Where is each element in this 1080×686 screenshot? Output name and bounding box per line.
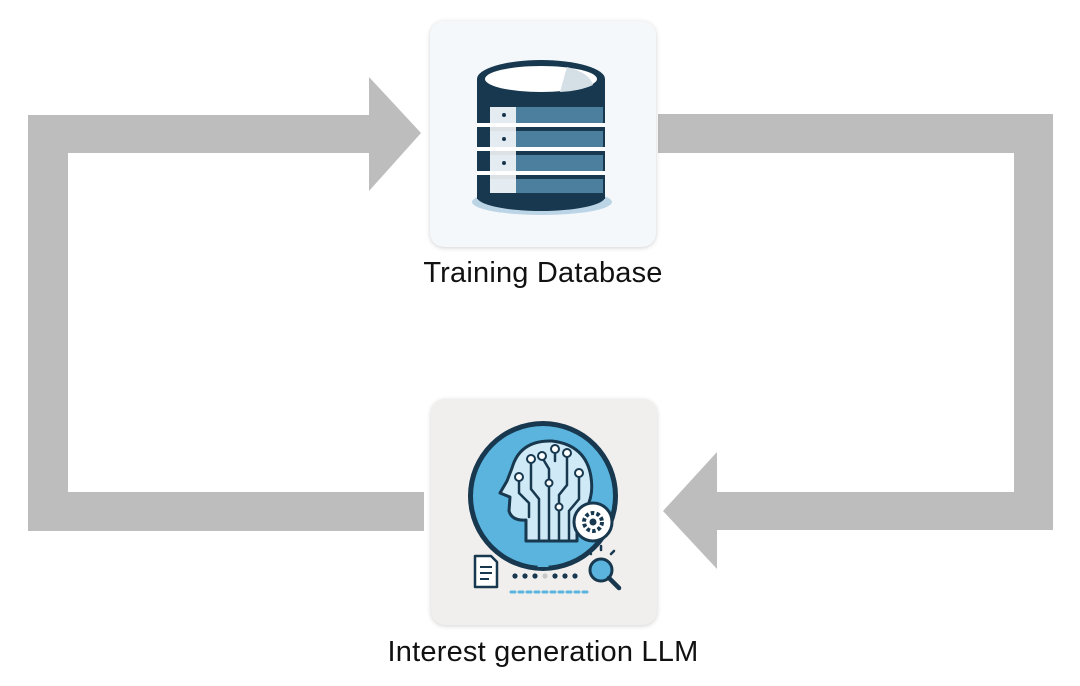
ai-head-icon: [468, 421, 622, 594]
interest-llm-node: [431, 399, 657, 625]
arrow-database-to-llm: [658, 114, 1053, 569]
training-database-node: [430, 21, 656, 247]
interest-llm-label: Interest generation LLM: [387, 636, 699, 668]
training-database-label: Training Database: [423, 257, 663, 289]
arrow-llm-to-database: [28, 77, 424, 531]
database-icon: [472, 60, 612, 215]
